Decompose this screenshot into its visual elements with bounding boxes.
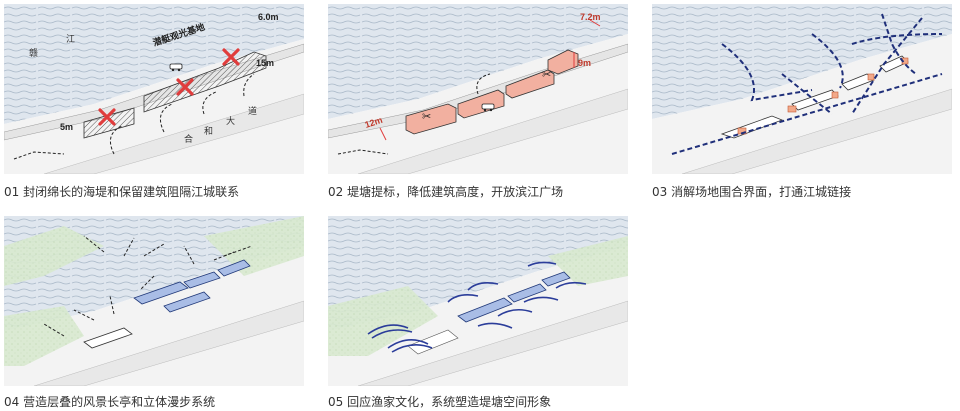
panel-5-caption: 05 回应渔家文化，系统塑造堤塘空间形象	[328, 395, 552, 409]
panel-2-caption: 02 堤塘提标，降低建筑高度，开放滨江广场	[328, 185, 564, 199]
dim-top-label: 7.2m	[580, 12, 601, 22]
plaza	[407, 329, 459, 355]
road-label-2: 和	[204, 126, 213, 136]
scissors-icon-1: ✂	[422, 111, 431, 123]
panel-1-diagram: 赣 江 潜艇观光基地 合 和 大 道 6.0m 15m 5m	[4, 4, 304, 174]
green-area-2	[548, 236, 628, 286]
road-label-1: 合	[184, 133, 193, 144]
block-marks	[98, 48, 240, 126]
green-area-3	[4, 306, 84, 366]
car-icon	[481, 103, 495, 112]
open-flow-arrows	[337, 73, 491, 155]
road-surface	[33, 300, 304, 386]
dim-left-label: 5m	[60, 122, 73, 132]
panel-1-caption: 01 封闭绵长的海堤和保留建筑阻隔江城联系	[4, 185, 240, 199]
panel-4	[4, 216, 304, 386]
road-surface	[357, 88, 628, 174]
green-area-1	[328, 286, 438, 356]
lowered-buildings	[405, 49, 579, 135]
dim-side-label: 15m	[256, 58, 274, 68]
river-water	[328, 4, 628, 119]
panel-3-diagram	[652, 4, 952, 174]
green-area-2	[204, 216, 304, 276]
dim-top-label: 6.0m	[258, 12, 279, 22]
panel-3-caption: 03 消解场地围合界面，打通江城链接	[652, 185, 852, 199]
road-surface	[43, 93, 304, 174]
river-water	[4, 4, 304, 124]
net-curves	[367, 261, 587, 353]
green-area-1	[4, 226, 104, 286]
view-arrows	[43, 235, 253, 337]
road-label-3: 大	[226, 115, 235, 126]
panel-1: 赣 江 潜艇观光基地 合 和 大 道 6.0m 15m 5m	[4, 4, 304, 174]
blocked-flow-arrows	[13, 73, 255, 160]
panel-4-caption: 04 营造层叠的风景长亭和立体漫步系统	[4, 395, 216, 409]
river-water	[652, 4, 952, 119]
car-icon	[169, 63, 183, 72]
panel-2: ✂ ✂ 7.2m 9m 12m	[328, 4, 628, 174]
pavilions	[457, 271, 571, 323]
panel-2-diagram: ✂ ✂ 7.2m 9m 12m	[328, 4, 628, 174]
red-dimension-lines	[379, 19, 601, 141]
link-lines	[671, 13, 943, 155]
river-label-2: 江	[66, 34, 75, 44]
panel-5	[328, 216, 628, 386]
panel-3	[652, 4, 952, 174]
scissors-icon-2: ✂	[542, 69, 551, 81]
road-surface	[681, 88, 952, 174]
road-label-4: 道	[248, 105, 257, 116]
building-outline	[83, 327, 133, 349]
panel-4-diagram	[4, 216, 304, 386]
dim-side-label: 9m	[578, 58, 591, 68]
pavilions	[133, 259, 251, 313]
river-label-1: 赣	[29, 47, 38, 58]
road-surface	[357, 300, 628, 386]
panel-5-diagram	[328, 216, 628, 386]
retained-building	[83, 107, 135, 139]
land-area	[4, 246, 304, 386]
